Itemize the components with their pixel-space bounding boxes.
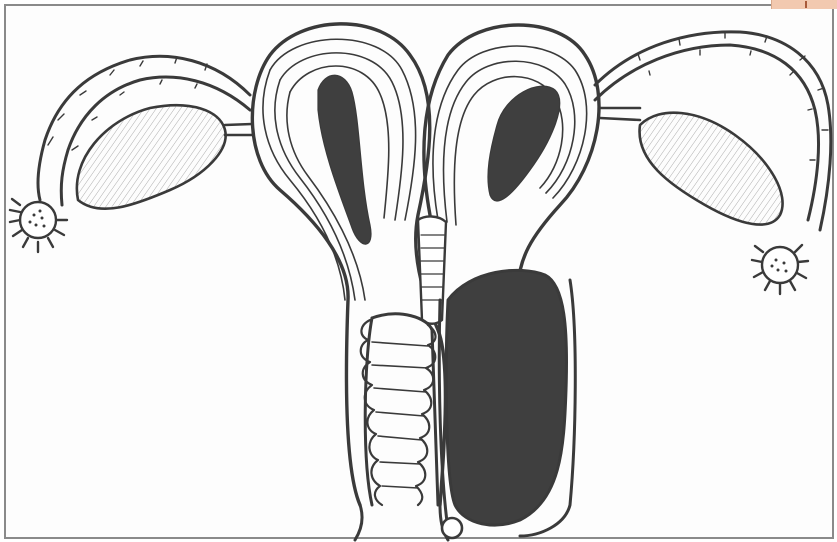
right-uterine-horn	[424, 25, 599, 285]
left-uterine-horn	[252, 24, 445, 505]
left-fimbriae	[10, 199, 67, 252]
uterine-septum	[418, 216, 446, 323]
right-ovary	[600, 108, 783, 225]
right-vaginal-canal	[439, 270, 575, 536]
left-ovary	[77, 105, 252, 209]
right-fimbriae	[752, 245, 808, 294]
left-vaginal-canal	[361, 314, 438, 505]
